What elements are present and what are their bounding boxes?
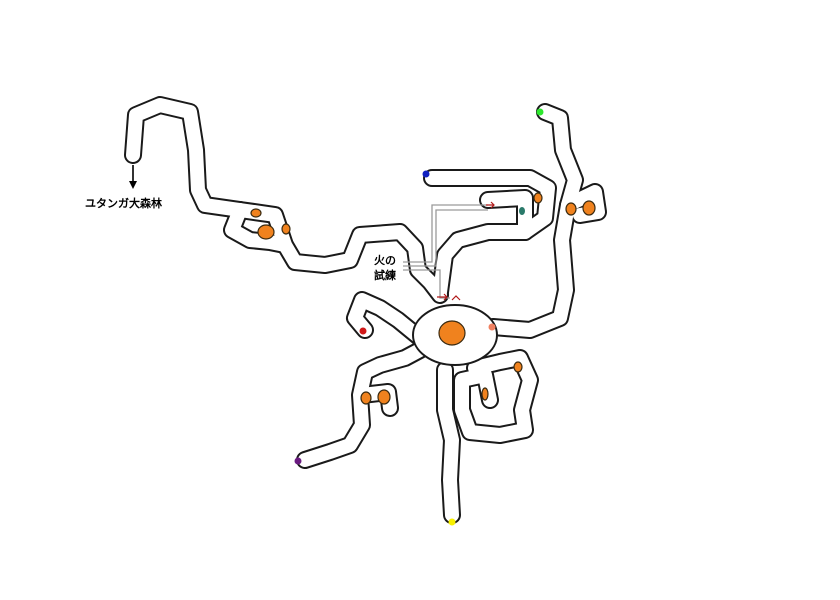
rock-cluster bbox=[250, 192, 596, 405]
down-arrow-icon bbox=[129, 165, 137, 189]
rock bbox=[481, 387, 489, 401]
forest-exit-label: ユタンガ大森林 bbox=[85, 196, 162, 210]
warp-arrow-icon bbox=[451, 295, 461, 301]
rock bbox=[250, 208, 262, 218]
warp-arrow-icon bbox=[437, 293, 448, 301]
warp-arrows bbox=[437, 201, 495, 301]
fire-trial-label-line2: 試練 bbox=[374, 268, 396, 282]
rock bbox=[565, 202, 577, 216]
exit-marker-green[interactable] bbox=[536, 108, 544, 116]
rock bbox=[281, 223, 291, 235]
fire-trial-label-line1: 火の bbox=[374, 254, 396, 267]
rock bbox=[533, 192, 543, 204]
tunnel-network bbox=[124, 96, 607, 524]
rock bbox=[257, 224, 275, 240]
rock bbox=[438, 320, 466, 346]
fire-trial-pointer bbox=[403, 204, 488, 299]
exit-marker-blue[interactable] bbox=[422, 170, 430, 178]
rock bbox=[377, 389, 391, 405]
exit-marker-red[interactable] bbox=[359, 327, 367, 335]
rock bbox=[582, 200, 596, 216]
warp-arrow-icon bbox=[486, 201, 495, 209]
exit-marker-yellow[interactable] bbox=[448, 518, 456, 526]
rock bbox=[360, 391, 372, 405]
switch-marker-teal[interactable] bbox=[519, 207, 525, 215]
exit-marker-salmon[interactable] bbox=[488, 323, 496, 331]
exit-marker-purple[interactable] bbox=[294, 457, 302, 465]
rock bbox=[513, 361, 523, 373]
